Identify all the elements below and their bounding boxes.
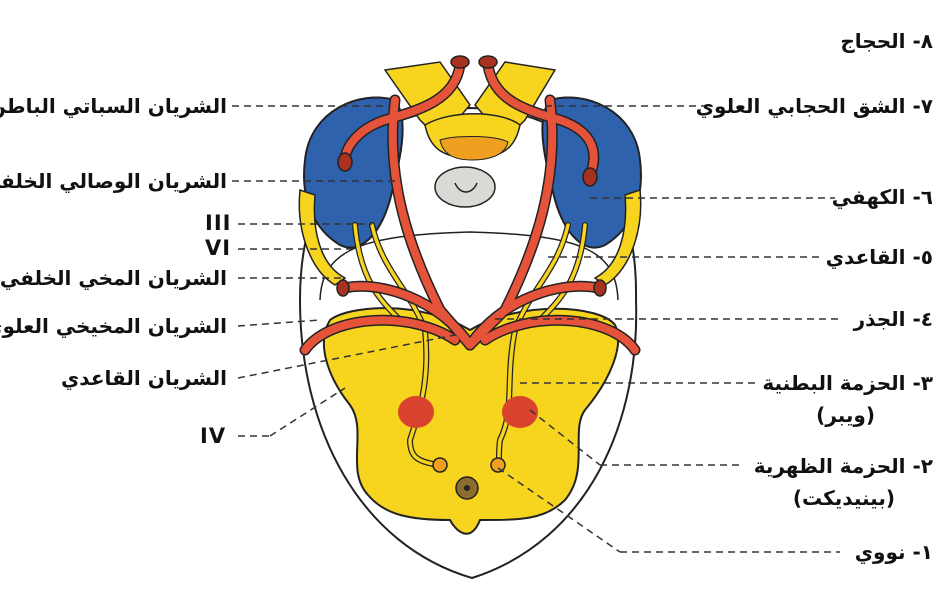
aqueduct-center (464, 485, 470, 491)
red-nucleus-right (502, 396, 538, 428)
pituitary (439, 135, 509, 161)
artery-cut-2 (478, 55, 498, 69)
artery-cut-5 (336, 279, 350, 297)
label-posterior-communicating: الشريان الوصالي الخلفي (0, 169, 227, 193)
artery-cut-6 (593, 279, 607, 297)
nucleus-left (432, 457, 448, 473)
label-basilar: ٥- القاعدي (825, 245, 933, 269)
artery-cut-4 (582, 167, 598, 187)
label-nerve-iv: IV (200, 424, 227, 448)
label-root: ٤- الجذر (853, 307, 933, 331)
arteries-fill (301, 61, 639, 354)
nucleus-right (490, 457, 506, 473)
leader-lines-left (232, 105, 456, 437)
red-nucleus-left (398, 396, 434, 428)
label-dorsal-tegmental: ٢- الحزمة الظهرية (753, 454, 933, 478)
inner-outline (319, 231, 619, 301)
label-basilar-artery: الشريان القاعدي (60, 366, 227, 390)
foramen (434, 166, 496, 208)
label-superior-cerebellar: الشريان المخيخي العلوي (0, 314, 227, 338)
foramen-mark (454, 182, 478, 193)
label-internal-carotid: الشريان السباتي الباطن (0, 94, 227, 118)
label-ventral-tegmental-name: (ويبر) (816, 403, 875, 427)
label-posterior-cerebral: الشريان المخي الخلفي (0, 266, 227, 290)
artery-cut-3 (337, 152, 353, 172)
label-nerve-vi: VI (205, 236, 232, 260)
label-orbit: ٨- الحجاج (840, 29, 933, 53)
artery-cut-1 (450, 55, 470, 69)
label-superior-orbital-fissure: ٧- الشق الحجابي العلوي (695, 94, 933, 118)
cranial-nerves-fill (353, 223, 587, 467)
label-nerve-iii: III (205, 211, 232, 235)
label-nuclear: ١- نووي (854, 540, 933, 564)
cavernous-sinus-left (303, 96, 404, 249)
label-dorsal-tegmental-name: (بينيديكت) (792, 486, 895, 510)
label-cavernous: ٦- الكهفي (831, 185, 933, 209)
label-ventral-tegmental: ٣- الحزمة البطنية (762, 371, 933, 395)
leader-lines-right (495, 105, 840, 553)
